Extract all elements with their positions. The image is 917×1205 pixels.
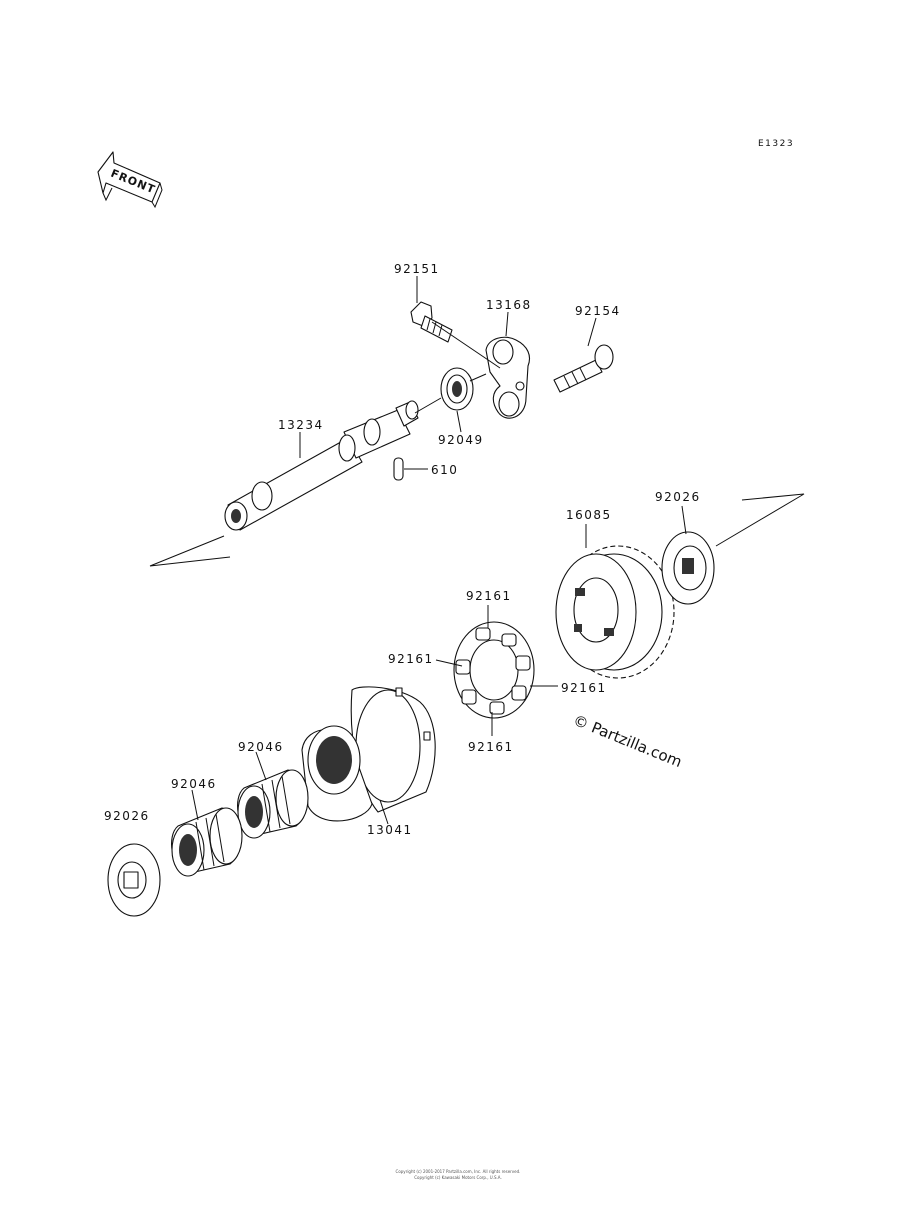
label-92151: 92151 [394, 262, 440, 276]
bolt-92151 [410, 301, 453, 343]
washer-92026-left [107, 843, 161, 917]
diagram-code: E1323 [758, 139, 794, 149]
label-13168: 13168 [486, 298, 532, 312]
label-92046-upper: 92046 [238, 740, 284, 754]
label-92161-right: 92161 [561, 681, 607, 695]
bracket-13168 [485, 336, 531, 419]
washer-92026-right [661, 531, 715, 605]
watermark: © Partzilla.com [571, 711, 685, 771]
label-92154: 92154 [575, 304, 621, 318]
label-92026-right: 92026 [655, 490, 701, 504]
label-92161-left: 92161 [388, 652, 434, 666]
front-arrow-icon: FRONT [97, 151, 163, 209]
label-92161-top: 92161 [466, 589, 512, 603]
label-13041: 13041 [367, 823, 413, 837]
oil-seal-92049 [440, 367, 474, 411]
label-16085: 16085 [566, 508, 612, 522]
needle-bearing-92046-upper [237, 769, 309, 839]
label-13234: 13234 [278, 418, 324, 432]
damper-92161 [453, 621, 535, 719]
needle-bearing-92046-lower [171, 807, 243, 877]
footer-line-2: Copyright (c) Kawasaki Motors Corp., U.S… [414, 1175, 501, 1180]
hub-13041 [301, 686, 436, 822]
gear-16085 [555, 545, 675, 679]
label-610: 610 [431, 463, 458, 477]
leader-lines-gear [191, 493, 805, 825]
label-92046-lower: 92046 [171, 777, 217, 791]
label-92049: 92049 [438, 433, 484, 447]
leader-lines-shaft [149, 276, 597, 567]
label-92161-bottom: 92161 [468, 740, 514, 754]
label-92026-left: 92026 [104, 809, 150, 823]
pin-610 [393, 457, 404, 481]
shaft-13234 [224, 400, 419, 531]
bolt-92154 [553, 344, 614, 393]
footer-line-1: Copyright (c) 2001-2017 Partzilla.com, I… [396, 1169, 521, 1174]
